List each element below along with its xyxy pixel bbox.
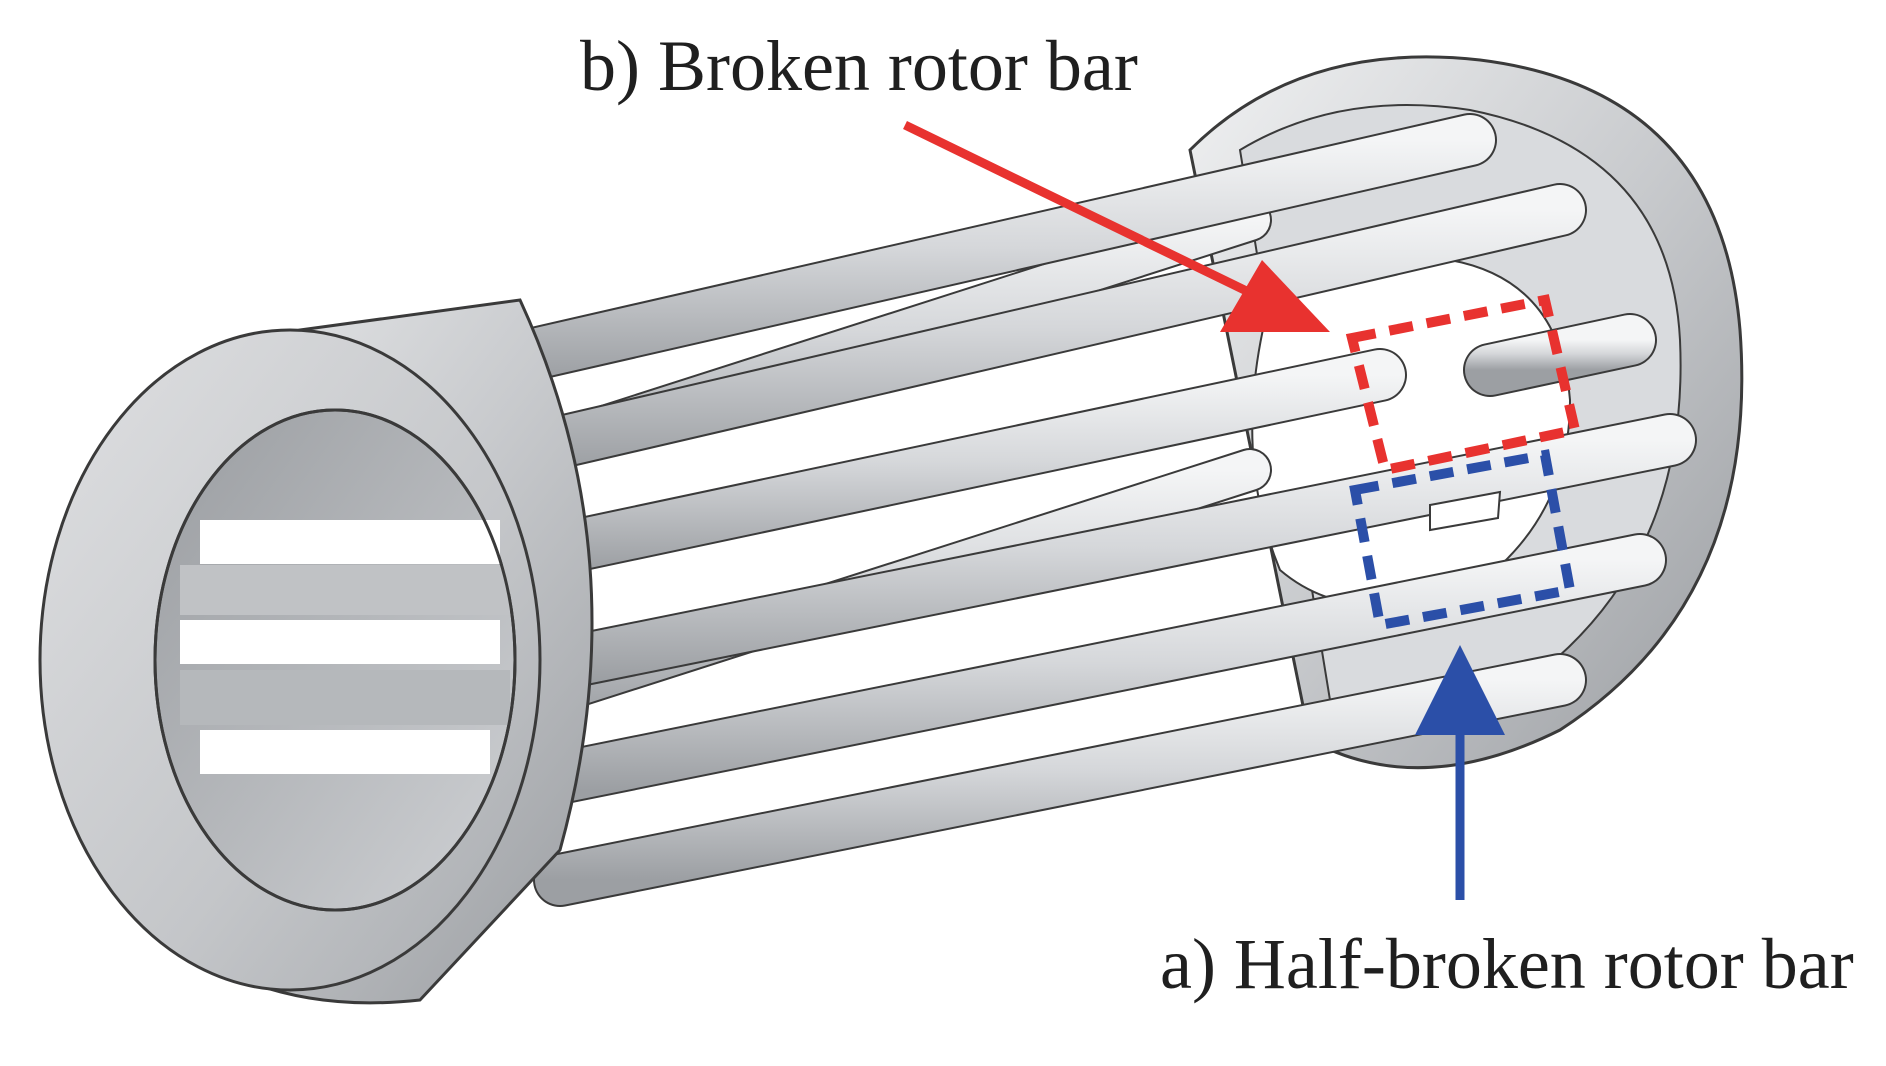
blue-arrow-icon <box>1415 645 1505 900</box>
bore-bars <box>180 520 510 774</box>
half-broken-rotor-bar-label: a) Half-broken rotor bar <box>1160 924 1854 1004</box>
red-arrow-icon <box>903 120 1330 332</box>
rotor-bars <box>393 113 1697 907</box>
broken-rotor-bar-label: b) Broken rotor bar <box>580 26 1138 106</box>
half-broken-bar-marker <box>1349 449 1576 900</box>
broken-bar-marker <box>903 120 1582 476</box>
half-broken-notch <box>1429 490 1502 532</box>
left-end-ring <box>38 298 594 1005</box>
